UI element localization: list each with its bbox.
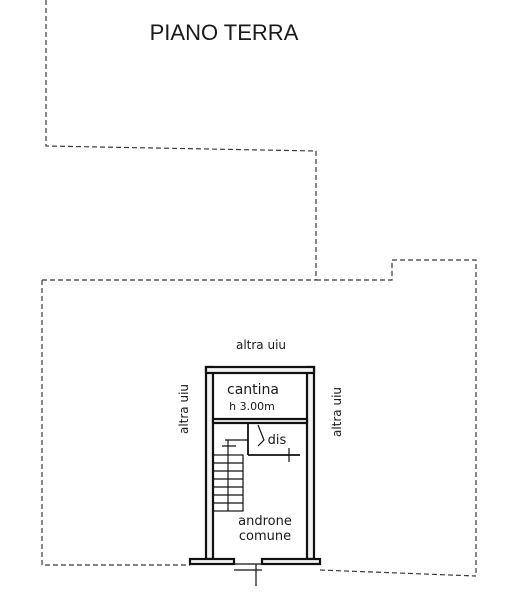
cellar-room <box>211 372 309 425</box>
left-neighbor-label: altra uiu <box>177 384 191 434</box>
lobby-label-line2: comune <box>239 529 291 544</box>
building-walls <box>188 365 322 586</box>
closet-area <box>225 423 300 462</box>
closet-label: dis <box>268 433 287 448</box>
lower-boundary-outline <box>41 259 477 577</box>
top-neighbor-label: altra uiu <box>236 338 286 352</box>
lobby-label-line1: androne <box>238 514 292 529</box>
upper-boundary-outline <box>45 0 317 280</box>
cellar-label: cantina <box>227 382 279 398</box>
right-neighbor-label: altra uiu <box>330 387 344 437</box>
cellar-height-label: h 3.00m <box>229 400 275 413</box>
plan-title: PIANO TERRA <box>150 20 299 45</box>
staircase <box>212 440 244 512</box>
